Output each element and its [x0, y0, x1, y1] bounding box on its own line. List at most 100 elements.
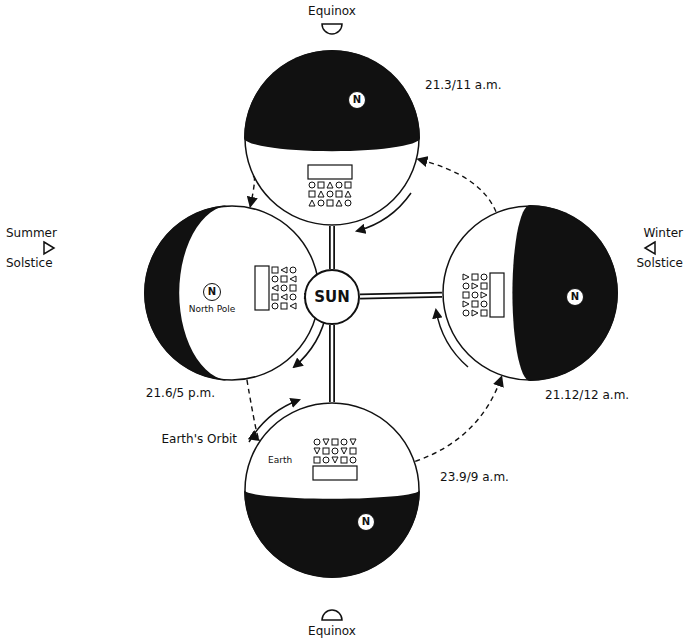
beam-outer: [329, 226, 335, 269]
house-square: [341, 457, 347, 463]
sun-label: SUN: [314, 288, 350, 306]
house-round: [481, 274, 487, 280]
globe-outline: [442, 205, 618, 381]
rotation-arrow: [357, 193, 411, 231]
globe-rim: [145, 206, 319, 380]
house-square: [332, 439, 338, 445]
orbit-path: [417, 159, 496, 212]
building: [255, 266, 269, 310]
sun-circle: SUN: [304, 269, 360, 325]
beam-outer: [360, 295, 442, 297]
building-group: [308, 165, 352, 206]
globe-outline: [244, 402, 420, 578]
solstice-symbol: [44, 242, 54, 254]
orbit-arrow: [250, 177, 254, 207]
house-square: [272, 267, 278, 273]
house-triangle: [318, 191, 324, 197]
earth-globe: 23.9/9 a.m.N: [244, 402, 420, 578]
house-triangle: [463, 274, 469, 280]
pole-letter: N: [571, 291, 579, 303]
globe-outline: [144, 205, 320, 381]
house-triangle: [309, 200, 315, 206]
building: [308, 165, 352, 179]
pole-marker: N: [357, 513, 375, 531]
equinox-symbol: [322, 610, 342, 620]
house-square: [472, 274, 478, 280]
annotation-label: Winter Solstice: [619, 218, 683, 278]
house-round: [463, 283, 469, 289]
globe-rim: [443, 206, 617, 380]
house-triangle: [290, 276, 296, 282]
house-triangle: [327, 182, 333, 188]
house-round: [318, 200, 324, 206]
building: [490, 273, 504, 317]
house-square: [272, 294, 278, 300]
building-group: [255, 266, 296, 310]
globe-rim: [245, 403, 419, 577]
night-side: [144, 205, 232, 381]
house-square: [336, 191, 342, 197]
orbit-label: Earth's Orbit: [159, 432, 239, 446]
pole-marker: NNorth Pole: [203, 283, 221, 301]
night-side: [244, 50, 420, 151]
building-group: [463, 273, 504, 317]
buildings: [255, 165, 504, 480]
house-round: [272, 303, 278, 309]
annotation-label: Equinox: [308, 4, 356, 18]
house-triangle: [281, 294, 287, 300]
earth-globe: 21.3/11 a.m.N: [244, 50, 420, 226]
house-triangle: [314, 448, 320, 454]
house-round: [327, 191, 333, 197]
house-square: [481, 283, 487, 289]
beam-outer: [329, 325, 335, 402]
night-side: [244, 490, 420, 578]
orbit-path: [415, 376, 502, 461]
building-group: [313, 439, 357, 480]
house-triangle: [463, 301, 469, 307]
house-triangle: [472, 310, 478, 316]
house-square: [345, 182, 351, 188]
night-side: [512, 205, 618, 381]
house-round: [341, 439, 347, 445]
house-triangle: [481, 292, 487, 298]
annotation-label: Equinox: [308, 624, 356, 638]
beam-inner: [360, 295, 442, 297]
house-triangle: [336, 200, 342, 206]
house-square: [281, 276, 287, 282]
orbit-arrow: [417, 159, 496, 212]
orbit-path: [250, 177, 254, 207]
house-round: [281, 285, 287, 291]
house-square: [309, 191, 315, 197]
pole-caption: North Pole: [189, 304, 236, 315]
earth-globe: 21.6/5 p.m.NNorth Pole: [144, 205, 320, 381]
house-square: [472, 301, 478, 307]
house-square: [281, 303, 287, 309]
house-round: [472, 292, 478, 298]
equinox-symbol: [322, 24, 342, 34]
rotation-arrow: [249, 400, 299, 442]
house-round: [481, 301, 487, 307]
house-round: [463, 310, 469, 316]
house-triangle: [472, 283, 478, 289]
house-square: [350, 448, 356, 454]
annotation-label: Summer Solstice: [6, 218, 70, 278]
annotation-label: Earth: [268, 455, 292, 466]
earth-globe: 21.12/12 a.m.N: [442, 205, 618, 381]
house-triangle: [290, 303, 296, 309]
house-square: [290, 285, 296, 291]
date-time-label: 21.12/12 a.m.: [545, 388, 629, 402]
house-round: [290, 267, 296, 273]
house-square: [318, 182, 324, 188]
orbit-path: [247, 380, 259, 441]
house-round: [272, 276, 278, 282]
globe-outline: [244, 50, 420, 226]
house-triangle: [272, 285, 278, 291]
orbit-arrow: [247, 380, 259, 441]
house-square: [481, 310, 487, 316]
house-triangle: [332, 457, 338, 463]
house-square: [323, 448, 329, 454]
sunlight-beam: [332, 226, 333, 269]
sunlight-beam: [332, 325, 333, 402]
date-time-label: 21.6/5 p.m.: [146, 386, 215, 400]
